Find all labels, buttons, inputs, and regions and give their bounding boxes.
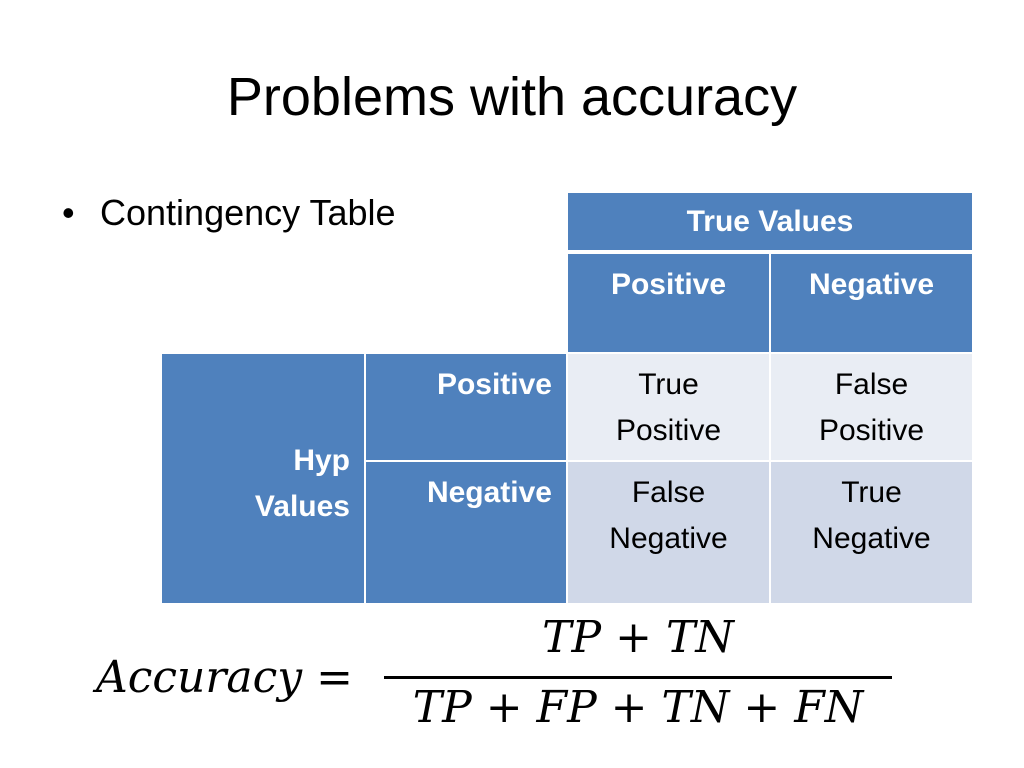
cell-true-negative: True Negative xyxy=(771,462,972,603)
bullet-item: • Contingency Table xyxy=(62,188,396,238)
hyp-values-line2: Values xyxy=(254,490,350,523)
cell-fp-line2: Positive xyxy=(818,414,925,447)
col-header-positive: Positive xyxy=(568,254,769,352)
cell-fn-line1: False xyxy=(631,476,706,509)
cell-true-positive: True Positive xyxy=(568,354,769,460)
slide-title: Problems with accuracy xyxy=(226,67,798,127)
cell-tp-line1: True xyxy=(638,368,699,401)
cell-false-positive: False Positive xyxy=(771,354,972,460)
cell-fp-line1: False xyxy=(834,368,909,401)
formula-denominator: TP + FP + TN + FN xyxy=(412,682,864,733)
cell-tn-line1: True xyxy=(841,476,902,509)
hyp-values-line1: Hyp xyxy=(293,444,350,477)
fraction-bar xyxy=(384,676,892,679)
formula-lhs: Accuracy = xyxy=(96,652,354,703)
cell-false-negative: False Negative xyxy=(568,462,769,603)
cell-tp-line2: Positive xyxy=(615,414,722,447)
true-values-header: True Values xyxy=(568,193,972,250)
formula-numerator: TP + TN xyxy=(542,612,734,663)
hyp-values-header: Hyp Values xyxy=(162,354,364,603)
row-header-negative: Negative xyxy=(366,462,566,603)
accuracy-formula: Accuracy = TP + TN TP + FP + TN + FN xyxy=(96,612,916,742)
bullet-text: Contingency Table xyxy=(100,192,396,233)
row-header-positive: Positive xyxy=(366,354,566,460)
bullet-marker: • xyxy=(62,192,75,233)
cell-tn-line2: Negative xyxy=(812,522,931,555)
col-header-negative: Negative xyxy=(771,254,972,352)
cell-fn-line2: Negative xyxy=(609,522,728,555)
